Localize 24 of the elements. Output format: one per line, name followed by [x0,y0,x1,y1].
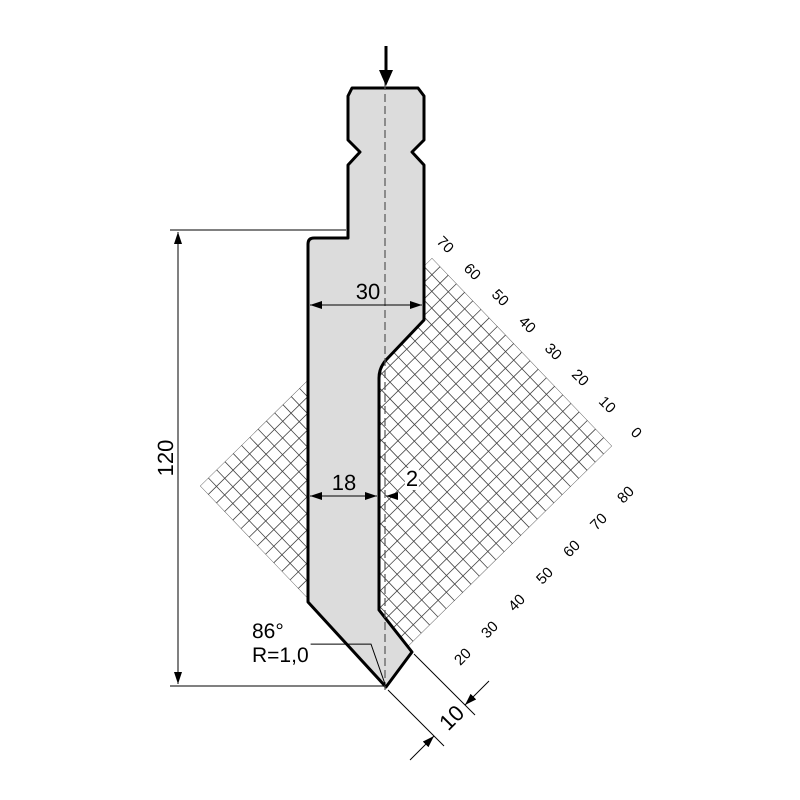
scale-number: 20 [452,646,474,668]
scale-number: 70 [588,510,610,534]
scale-number: 80 [614,484,638,506]
leader-line [310,644,386,684]
scale-number: 0 [628,424,644,442]
scale-number: 40 [506,592,528,614]
dimension-value: 10 [436,702,468,734]
scale-number: 30 [478,618,502,642]
dimension-value: 120 [155,440,177,476]
scale-number: 20 [568,366,592,390]
scale-number: 60 [560,538,584,560]
dimension-value: 30 [356,281,380,303]
scale-number: 60 [460,260,484,284]
scale-number: 30 [542,340,564,364]
annotation-text: 86° [252,620,285,644]
scale-number: 10 [596,394,618,416]
scale-number: 70 [434,234,456,256]
dimension-value: 18 [332,472,356,494]
annotation-text: R=1,0 [252,644,309,668]
dimension-value: 2 [404,468,420,490]
scale-number: 50 [488,286,512,310]
punch-profile-drawing [306,86,426,688]
scale-number: 40 [516,314,538,336]
scale-number: 50 [534,564,556,588]
